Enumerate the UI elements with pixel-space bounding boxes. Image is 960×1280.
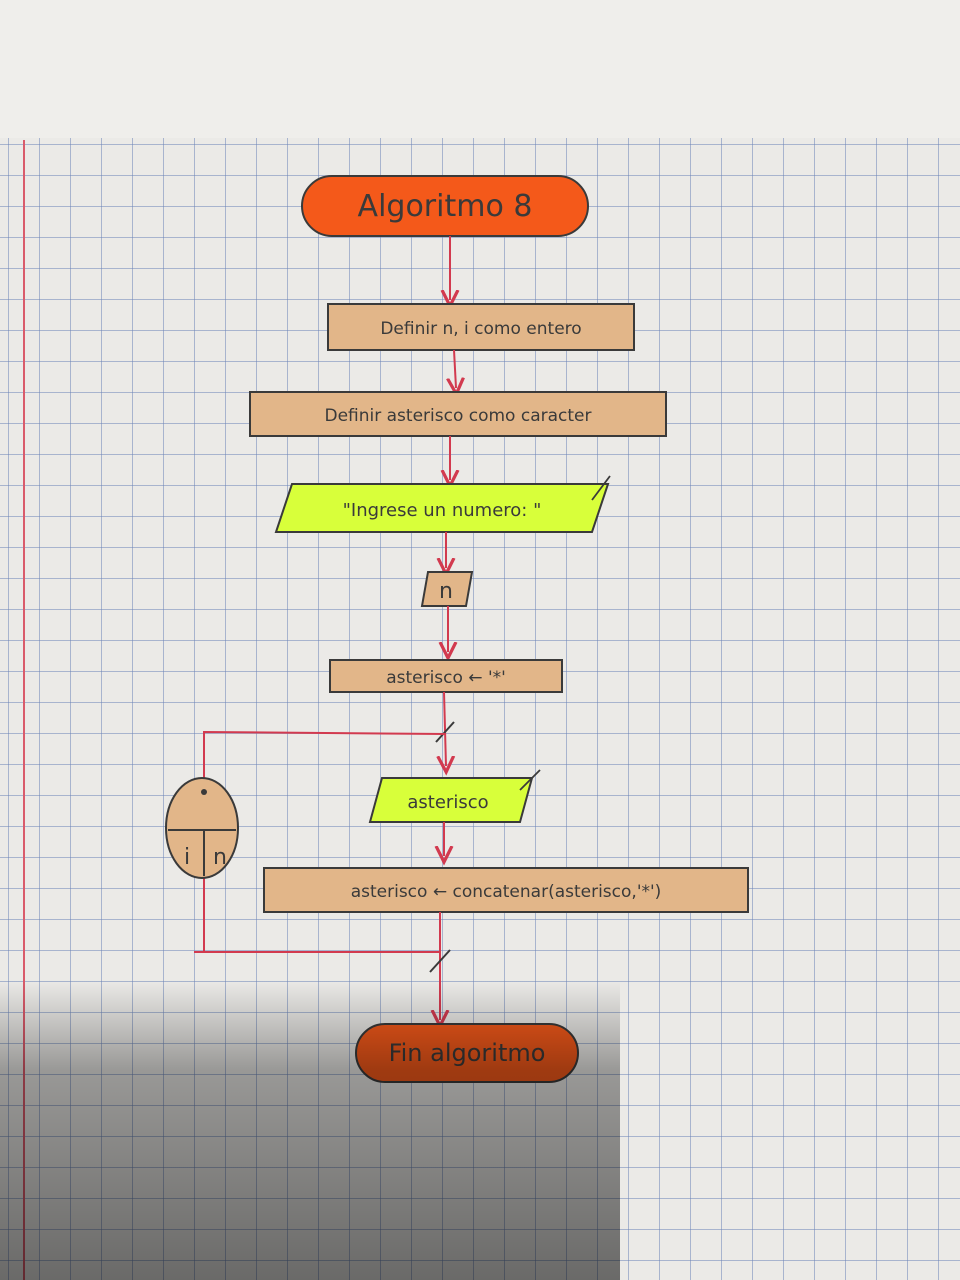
svg-text:asterisco ← '*': asterisco ← '*'	[386, 668, 506, 688]
svg-text:Algoritmo 8: Algoritmo 8	[358, 189, 533, 224]
start-terminal: Algoritmo 8	[301, 175, 589, 237]
prompt-output: "Ingrese un numero: "	[274, 475, 611, 533]
loop-control: i n	[165, 777, 239, 879]
svg-text:Fin algoritmo: Fin algoritmo	[389, 1039, 546, 1067]
svg-text:n: n	[213, 845, 227, 870]
arrow-2	[454, 349, 456, 388]
assign-process: asterisco ← '*'	[329, 659, 563, 693]
loop-return-line	[203, 730, 447, 780]
svg-text:i: i	[184, 845, 190, 870]
svg-text:Definir n, i como entero: Definir n, i como entero	[380, 319, 581, 339]
output-asterisco: asterisco	[368, 769, 541, 823]
junction-tick-bottom	[429, 949, 451, 973]
define-vars-process: Definir n, i como entero	[327, 303, 635, 351]
svg-text:asterisco: asterisco	[407, 792, 488, 813]
read-n-input: n	[420, 571, 474, 607]
concat-process: asterisco ← concatenar(asterisco,'*')	[263, 867, 749, 913]
svg-text:"Ingrese un numero: ": "Ingrese un numero: "	[343, 500, 542, 521]
notebook-top-page	[0, 0, 960, 141]
svg-text:n: n	[439, 579, 453, 604]
define-char-process: Definir asterisco como caracter	[249, 391, 667, 437]
svg-text:asterisco ← concatenar(asteris: asterisco ← concatenar(asterisco,'*')	[351, 882, 662, 902]
junction-tick-top	[435, 721, 455, 743]
end-terminal: Fin algoritmo	[355, 1023, 579, 1083]
svg-text:Definir asterisco como caracte: Definir asterisco como caracter	[324, 406, 591, 426]
loop-bottom-line	[194, 878, 440, 953]
arrow-6	[444, 691, 446, 766]
